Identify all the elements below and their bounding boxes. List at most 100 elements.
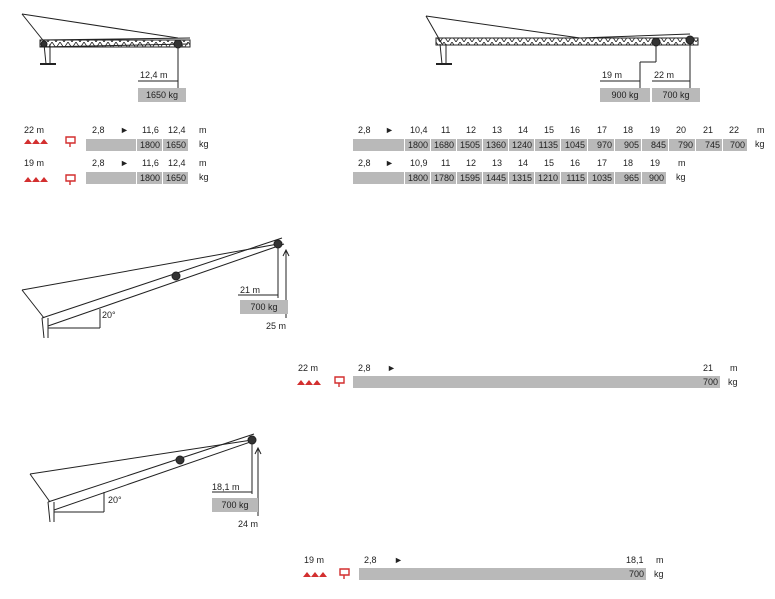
load-bar: 700: [353, 376, 720, 388]
load-bar: [353, 139, 404, 151]
hook-icon: [65, 136, 350, 579]
crane-horizontal-large: [425, 15, 699, 88]
unit-kg: kg: [728, 377, 738, 387]
dist-value: 19: [650, 158, 661, 168]
load-cell: 965: [615, 172, 641, 184]
dist-value: 17: [597, 125, 608, 135]
load-bar: [86, 139, 136, 151]
trolley-icon: [24, 139, 327, 577]
load-cell: 1800: [137, 139, 162, 151]
crane-luffed-19m: [29, 433, 262, 523]
load-cell: 1445: [483, 172, 508, 184]
unit-m: m: [757, 125, 765, 135]
load-box: 1650 kg: [138, 88, 186, 102]
load-cell: 970: [588, 139, 614, 151]
load-cell: 700: [723, 139, 747, 151]
crane-horizontal-small: [21, 13, 191, 88]
load-cell: 1240: [509, 139, 534, 151]
load-cell: 1315: [509, 172, 534, 184]
load-box: 700 kg: [212, 498, 258, 512]
load-box-b: 700 kg: [652, 88, 700, 102]
dist-value: 2,8: [364, 555, 377, 565]
load-cell: 1800: [137, 172, 162, 184]
dist-value: 14: [518, 125, 529, 135]
unit-m: m: [199, 158, 207, 168]
load-cell: 1505: [457, 139, 482, 151]
arrow-marker: ►: [387, 363, 396, 373]
dist-value: 2,8: [358, 158, 371, 168]
angle-label: 20°: [108, 495, 122, 505]
reach-label: 12,4 m: [140, 70, 168, 80]
dist-value: 12: [466, 125, 477, 135]
jib-length: 22 m: [298, 363, 319, 373]
jib-length: 19 m: [304, 555, 325, 565]
load-bar: 700: [359, 568, 646, 580]
dist-value: 12: [466, 158, 477, 168]
dist-value: 18,1: [626, 555, 644, 565]
dist-value: 20: [676, 125, 687, 135]
unit-kg: kg: [755, 139, 765, 149]
jib-length: 22 m: [24, 125, 45, 135]
dist-value: 13: [492, 158, 503, 168]
dist-value: 10,9: [410, 158, 428, 168]
dist-value: 14: [518, 158, 529, 168]
unit-kg: kg: [199, 139, 209, 149]
arrow-marker: ►: [120, 158, 129, 168]
load-bar: [353, 172, 404, 184]
reach-label: 21 m: [240, 285, 261, 295]
height-label: 25 m: [266, 321, 287, 331]
arrow-marker: ►: [385, 125, 394, 135]
dist-value: 11: [441, 125, 451, 135]
dist-value: 18: [623, 125, 634, 135]
load-cell: 1135: [535, 139, 560, 151]
dist-value: 11,6: [142, 125, 159, 135]
unit-m: m: [656, 555, 664, 565]
dist-value: 2,8: [92, 125, 105, 135]
dist-value: 15: [544, 125, 555, 135]
load-box-a: 900 kg: [600, 88, 650, 102]
dist-value: 12,4: [168, 158, 186, 168]
arrow-marker: ►: [385, 158, 394, 168]
dist-value: 22: [729, 125, 740, 135]
load-cell: 1780: [431, 172, 456, 184]
dist-value: 17: [597, 158, 608, 168]
dist-value: 2,8: [92, 158, 105, 168]
unit-m: m: [678, 158, 686, 168]
load-cell: 1210: [535, 172, 560, 184]
arrow-marker: ►: [120, 125, 129, 135]
dist-value: 16: [570, 125, 581, 135]
load-cell: 1035: [588, 172, 614, 184]
jib-length: 19 m: [24, 158, 45, 168]
reach-label-b: 22 m: [654, 70, 675, 80]
dist-value: 21: [703, 363, 714, 373]
dist-value: 15: [544, 158, 555, 168]
reach-label: 18,1 m: [212, 482, 240, 492]
load-cell: 1650: [163, 139, 188, 151]
dist-value: 11: [441, 158, 451, 168]
load-cell: 745: [696, 139, 722, 151]
load-cell: 790: [669, 139, 695, 151]
height-label: 24 m: [238, 519, 259, 529]
load-cell: 1360: [483, 139, 508, 151]
load-cell: 1800: [405, 139, 430, 151]
dist-value: 12,4: [168, 125, 186, 135]
dist-value: 21: [703, 125, 714, 135]
unit-kg: kg: [654, 569, 664, 579]
load-cell: 1115: [561, 172, 587, 184]
dist-value: 10,4: [410, 125, 428, 135]
load-bar: [86, 172, 136, 184]
dist-value: 16: [570, 158, 581, 168]
unit-kg: kg: [199, 172, 209, 182]
load-cell: 1045: [561, 139, 587, 151]
dist-value: 2,8: [358, 125, 371, 135]
crane-luffed-22m: [21, 237, 290, 339]
load-cell: 1800: [405, 172, 430, 184]
dist-value: 19: [650, 125, 661, 135]
dist-value: 13: [492, 125, 503, 135]
unit-m: m: [730, 363, 738, 373]
load-box: 700 kg: [240, 300, 288, 314]
load-cell: 905: [615, 139, 641, 151]
unit-kg: kg: [676, 172, 686, 182]
dist-value: 11,6: [142, 158, 159, 168]
